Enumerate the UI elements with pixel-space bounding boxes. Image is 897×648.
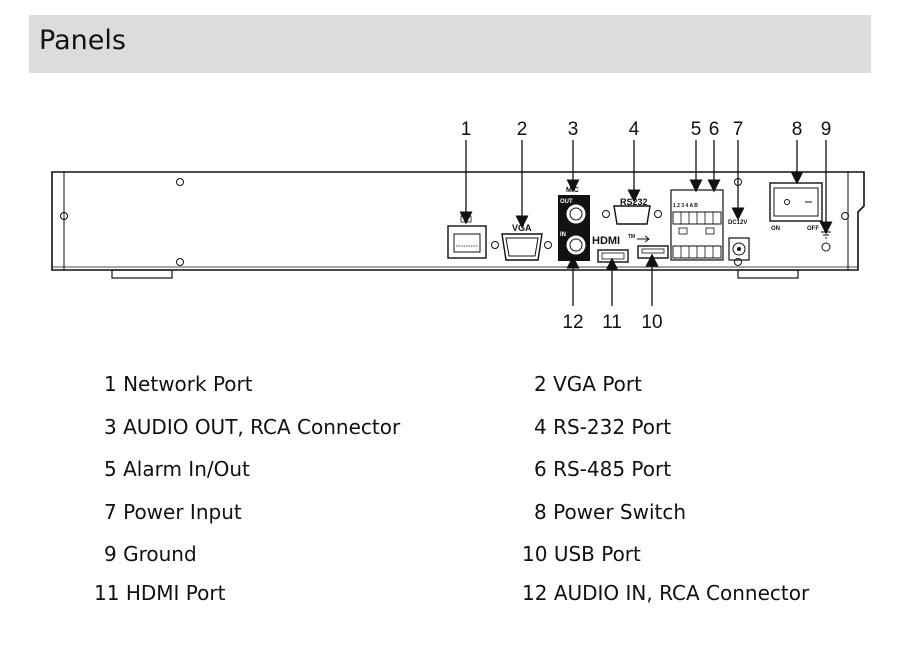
svg-text:OUT: OUT	[560, 199, 573, 205]
vga-port: VGA	[491, 223, 552, 261]
callouts-top: 1 2 3 4 5 6 7 8 9	[459, 119, 833, 235]
device-chassis	[51, 171, 865, 279]
legend-item-8: 8 Power Switch	[534, 500, 687, 524]
audio-block: MIC OUT IN	[558, 187, 590, 261]
svg-text:DC12V: DC12V	[728, 220, 747, 226]
callout-11: 11	[602, 312, 622, 333]
svg-text:1 2 3 4 A B: 1 2 3 4 A B	[673, 203, 698, 209]
callout-8: 8	[792, 119, 803, 140]
legend-item-6: 6 RS-485 Port	[534, 457, 672, 481]
legend-item-2: 2 VGA Port	[534, 372, 642, 396]
legend-item-7: 7 Power Input	[104, 500, 242, 524]
legend-item-12: 12 AUDIO IN, RCA Connector	[522, 581, 810, 605]
legend-item-3: 3 AUDIO OUT, RCA Connector	[104, 415, 401, 439]
callout-10: 10	[641, 312, 662, 333]
svg-text:HDMI: HDMI	[592, 235, 620, 247]
ground-terminal	[821, 231, 831, 252]
hdmi-port: HDMI TM	[592, 234, 635, 263]
legend-item-4: 4 RS-232 Port	[534, 415, 672, 439]
network-port	[447, 215, 487, 259]
svg-text:TM: TM	[628, 234, 635, 240]
svg-text:ON: ON	[771, 226, 780, 232]
rs232-port: RS232	[602, 197, 662, 225]
legend-item-10: 10 USB Port	[522, 542, 641, 566]
usb-port	[637, 235, 669, 259]
callout-3: 3	[568, 119, 579, 140]
svg-text:VGA: VGA	[512, 223, 532, 233]
callout-2: 2	[517, 119, 528, 140]
svg-text:MIC: MIC	[566, 187, 579, 194]
section-header: Panels	[29, 15, 871, 73]
legend-item-5: 5 Alarm In/Out	[104, 457, 250, 481]
callout-1: 1	[461, 119, 472, 140]
legend-item-1: 1 Network Port	[104, 372, 253, 396]
callout-5: 5	[691, 119, 702, 140]
callout-4: 4	[629, 119, 640, 140]
legend-item-9: 9 Ground	[104, 542, 197, 566]
callouts-bottom: 12 11 10	[562, 253, 663, 333]
callout-12: 12	[562, 312, 583, 333]
svg-text:IN: IN	[560, 232, 566, 238]
callout-9: 9	[821, 119, 832, 140]
alarm-terminal-block: 1 2 3 4 A B	[670, 189, 724, 261]
legend-item-11: 11 HDMI Port	[94, 581, 226, 605]
svg-text:OFF: OFF	[807, 226, 819, 232]
callout-7: 7	[733, 119, 744, 140]
section-title: Panels	[39, 25, 126, 56]
power-switch: ON OFF	[769, 182, 823, 232]
power-input: DC12V	[728, 220, 750, 261]
callout-6: 6	[709, 119, 720, 140]
